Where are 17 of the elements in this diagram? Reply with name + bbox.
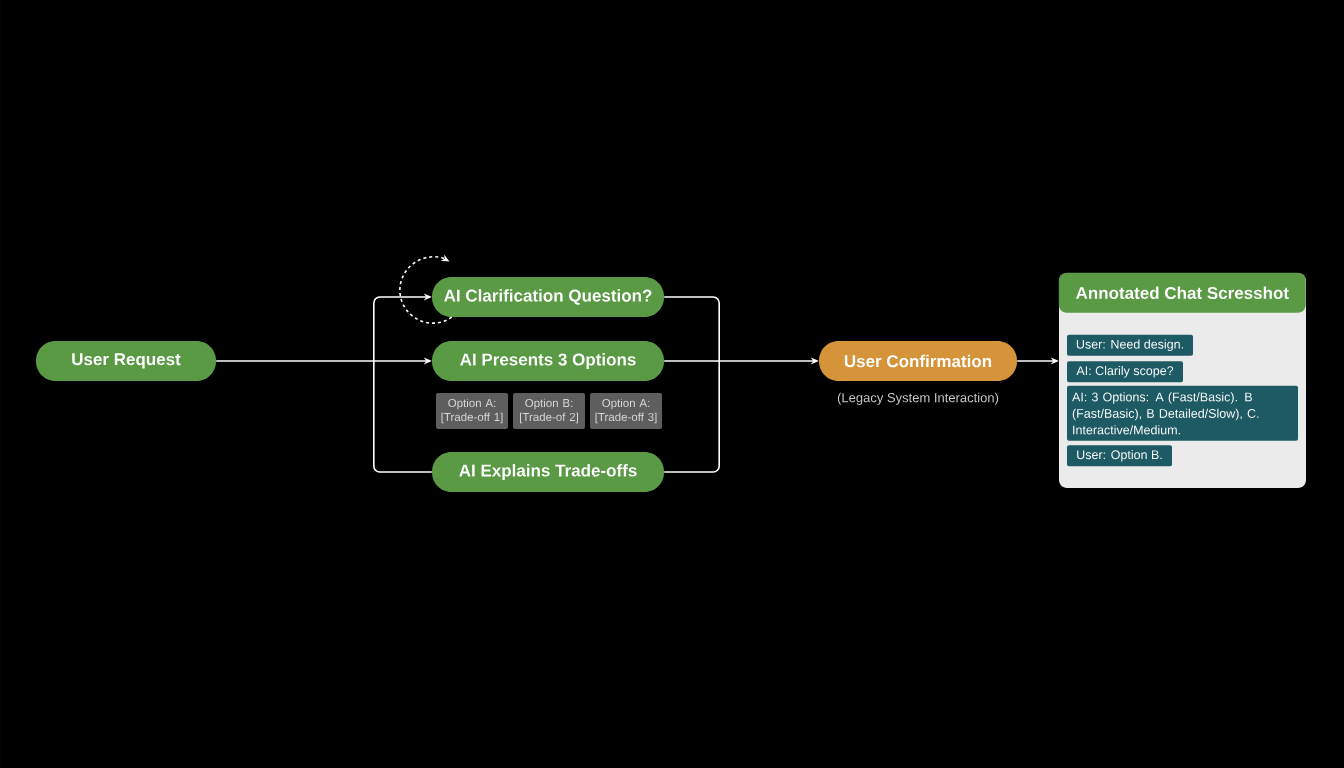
loop-arrow [399,254,453,324]
chat-bubble: AI: Clarily scope? [1067,361,1183,383]
arrow [373,293,433,473]
connector-line [663,296,720,473]
option-box: Option B: [Trade-of 2] [513,393,585,429]
panel-header: Annotated Chat Scresshot [1058,272,1306,313]
confirmation-pill: User Confirmation [819,341,1017,381]
chat-bubble: AI: 3 Options: A (Fast/Basic). B (Fast/Basic), B Detailed/Slow), C. Interactive/Medium. [1067,385,1298,441]
process-pill: AI Clarification Question? [432,277,664,317]
option-box: Option A: [Trade-off 1] [436,393,508,429]
process-pill: AI Presents 3 Options [432,341,664,381]
chat-bubble: User: Need design. [1067,334,1193,356]
node-label: (Legacy System Interaction) [837,392,999,405]
option-box: Option A: [Trade-off 3] [590,393,662,429]
process-pill: AI Explains Trade-offs [432,452,664,492]
chat-bubble: User: Option B. [1067,445,1172,467]
process-pill: User Request [36,341,216,381]
